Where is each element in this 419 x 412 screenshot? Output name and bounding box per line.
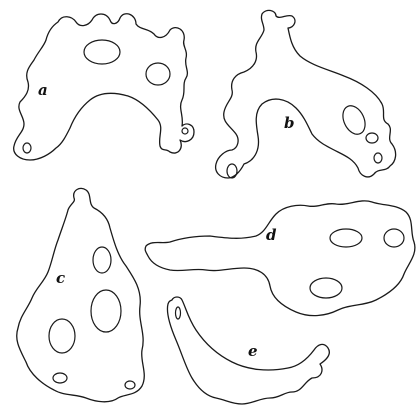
specimen-c-hole-1 <box>93 247 111 273</box>
specimen-b: b <box>216 10 396 178</box>
specimen-c-hole-2 <box>91 290 121 332</box>
specimen-b-hole-2 <box>366 133 378 143</box>
specimen-b-hole-4 <box>227 164 237 178</box>
label-c: c <box>56 269 65 287</box>
specimen-d-hole-1 <box>330 229 362 247</box>
specimen-a: a <box>14 14 194 160</box>
label-a: a <box>38 81 48 99</box>
label-b: b <box>284 114 295 132</box>
specimen-c: c <box>17 188 145 401</box>
specimen-c-hole-5 <box>125 381 135 389</box>
specimen-d-outline <box>145 201 415 316</box>
specimen-b-outline <box>216 10 396 178</box>
specimen-b-hole-3 <box>374 153 382 163</box>
specimen-a-hole-2 <box>146 63 170 85</box>
specimen-a-hole-1 <box>84 40 120 64</box>
specimen-a-hole-4 <box>182 128 188 134</box>
specimen-a-hole-3 <box>23 143 31 153</box>
specimen-d-hole-3 <box>310 278 342 298</box>
specimen-c-hole-3 <box>49 319 75 353</box>
label-e: e <box>248 342 258 360</box>
specimen-b-hole-1 <box>339 102 370 138</box>
label-d: d <box>266 226 277 244</box>
specimen-c-hole-4 <box>53 373 67 383</box>
specimen-c-outline <box>17 188 145 401</box>
specimen-e: e <box>167 297 329 404</box>
specimen-e-hole-1 <box>176 307 181 319</box>
specimen-d: d <box>145 201 415 316</box>
specimen-d-hole-2 <box>384 229 404 247</box>
